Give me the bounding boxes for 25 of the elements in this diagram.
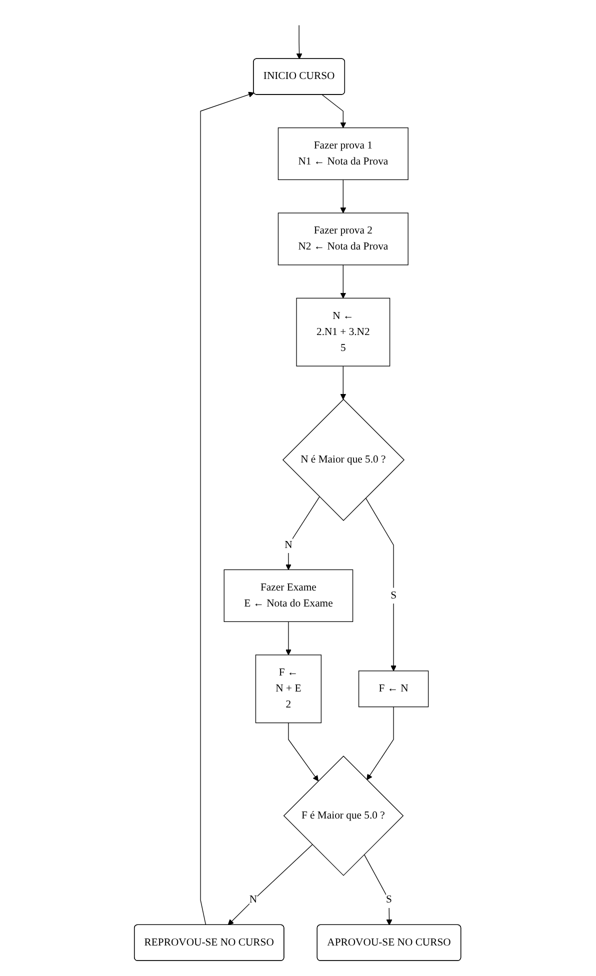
node-diamond: F é Maior que 5.0 ?: [284, 756, 404, 876]
arrow: [296, 24, 303, 60]
node-box: F ← N: [358, 670, 430, 708]
arrow: [322, 94, 346, 128]
node-box: F ← N + E 2: [256, 654, 322, 724]
arrow: [286, 496, 320, 570]
arrow: [286, 621, 292, 656]
arrow: [366, 498, 397, 672]
node-box: Fazer prova 2 N2 ← Nota da Prova: [278, 212, 409, 266]
arrow: [228, 844, 314, 926]
arrow: [340, 264, 346, 298]
node-box: N ← 2.N1 + 3.N2 5: [296, 298, 391, 366]
arrow: [367, 706, 394, 780]
arrow: [364, 854, 393, 926]
edge-label: S: [391, 590, 397, 602]
node-diamond: N é Maior que 5.0 ?: [282, 398, 405, 521]
edge-label: N: [250, 894, 258, 906]
node-box: Fazer prova 1 N1 ← Nota da Prova: [278, 127, 409, 180]
arrow: [340, 179, 346, 214]
edge-label: N: [285, 539, 293, 550]
arrow: [288, 722, 319, 782]
arrow: [200, 92, 255, 926]
edge-label: S: [386, 894, 392, 906]
arrow: [340, 366, 346, 400]
node-box: Fazer Exame E ← Nota do Exame: [224, 569, 354, 622]
